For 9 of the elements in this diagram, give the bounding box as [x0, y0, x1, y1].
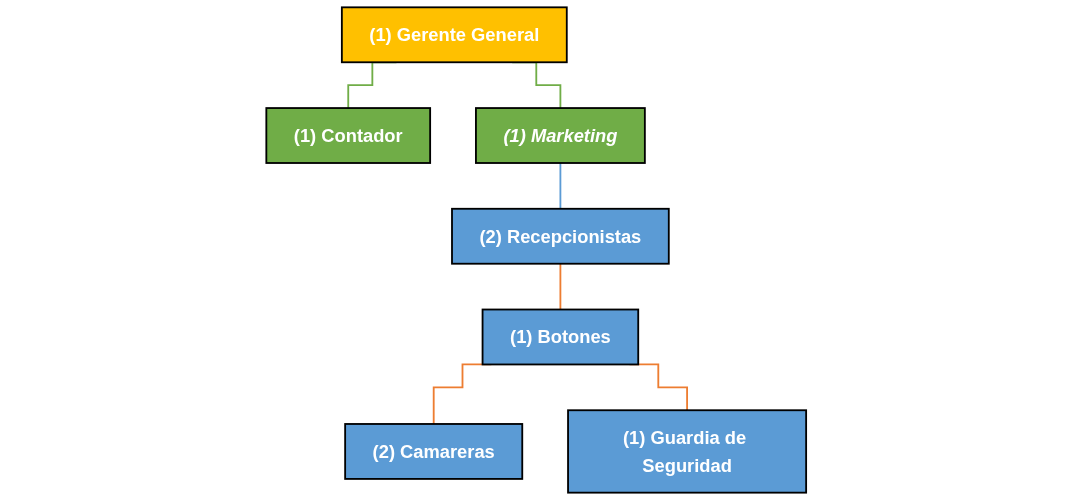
node-box: (1) Botones — [481, 308, 639, 366]
connector — [559, 162, 562, 210]
connector — [559, 262, 562, 311]
node-box: (2) Recepcionistas — [450, 207, 670, 265]
node-box: (1) Guardia de Seguridad — [566, 409, 807, 494]
node-box: (1) Contador — [265, 107, 431, 164]
node-box: (2) Camareras — [344, 423, 523, 480]
node-box: (1) Marketing — [474, 107, 646, 164]
node-box: (1) Gerente General — [340, 6, 568, 64]
